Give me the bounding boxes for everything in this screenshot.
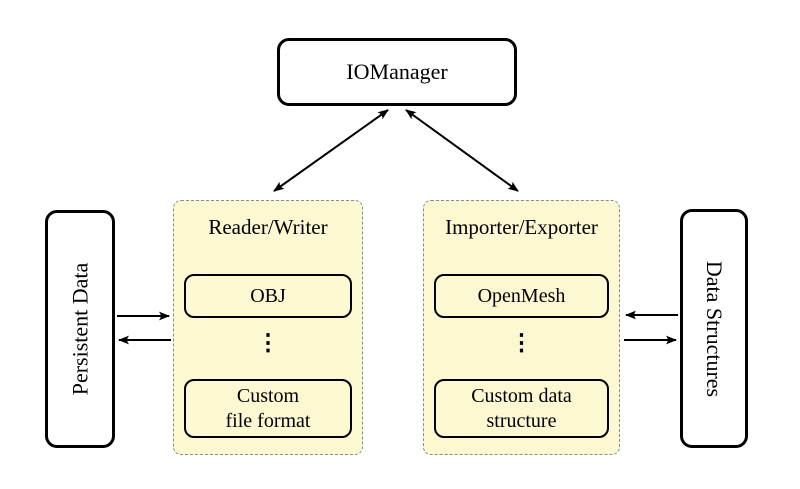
reader-writer-group: Reader/Writer OBJ ⋮ Custom file format [173,200,363,455]
data-structures-label: Data Structures [702,260,728,397]
persistent-data-node: Persistent Data [45,210,115,448]
custom-data-structure-line1: Custom data [471,385,572,408]
importer-exporter-group: Importer/Exporter OpenMesh ⋮ Custom data… [423,200,620,455]
reader-writer-ellipsis: ⋮ [256,330,280,355]
custom-data-structure-node: Custom data structure [434,379,609,438]
importer-exporter-ellipsis: ⋮ [510,330,533,355]
openmesh-label: OpenMesh [477,284,566,307]
openmesh-node: OpenMesh [434,274,609,318]
iomanager-node: IOManager [277,38,517,106]
arrow-iomanager-importerexporter [405,109,519,192]
custom-file-format-line2: file format [225,409,311,432]
data-structures-node: Data Structures [680,209,748,448]
iomanager-label: IOManager [346,59,448,84]
reader-writer-title: Reader/Writer [208,215,328,239]
custom-data-structure-line2: structure [486,409,557,432]
arrow-iomanager-readerwriter [273,109,389,192]
obj-label: OBJ [250,284,286,307]
obj-node: OBJ [184,274,352,318]
custom-file-format-line1: Custom [236,385,300,408]
custom-file-format-node: Custom file format [184,379,352,438]
importer-exporter-title: Importer/Exporter [445,215,598,239]
persistent-data-label: Persistent Data [67,262,92,396]
